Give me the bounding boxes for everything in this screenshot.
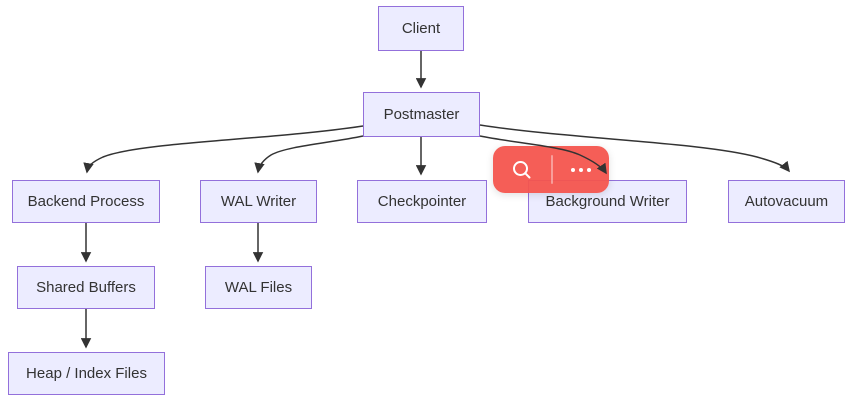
node-label: Client xyxy=(401,20,441,37)
edge-postmaster-backend xyxy=(83,125,364,174)
node-label: WAL Files xyxy=(224,279,293,296)
ellipsis-icon xyxy=(571,167,591,172)
edge-postmaster-walwriter xyxy=(254,135,364,174)
node-label: Autovacuum xyxy=(744,193,829,210)
more-options-button[interactable] xyxy=(553,146,609,193)
node-backend-process: Backend Process xyxy=(12,180,160,223)
node-label: Postmaster xyxy=(383,106,460,123)
node-label: Heap / Index Files xyxy=(26,365,147,382)
node-checkpointer: Checkpointer xyxy=(357,180,487,223)
node-background-writer: Background Writer xyxy=(528,180,687,223)
node-postmaster: Postmaster xyxy=(363,92,480,137)
search-icon xyxy=(513,160,531,178)
node-autovacuum: Autovacuum xyxy=(728,180,845,223)
node-wal-writer: WAL Writer xyxy=(200,180,317,223)
node-wal-files: WAL Files xyxy=(205,266,312,309)
search-button[interactable] xyxy=(493,146,551,193)
floating-toolbar xyxy=(493,146,609,193)
node-client: Client xyxy=(378,6,464,51)
node-shared-buffers: Shared Buffers xyxy=(17,266,155,309)
node-label: WAL Writer xyxy=(220,193,297,210)
node-label: Backend Process xyxy=(27,193,145,210)
node-label: Shared Buffers xyxy=(36,279,136,296)
node-label: Checkpointer xyxy=(377,193,467,210)
node-heap-index-files: Heap / Index Files xyxy=(8,352,165,395)
node-label: Background Writer xyxy=(545,193,670,210)
